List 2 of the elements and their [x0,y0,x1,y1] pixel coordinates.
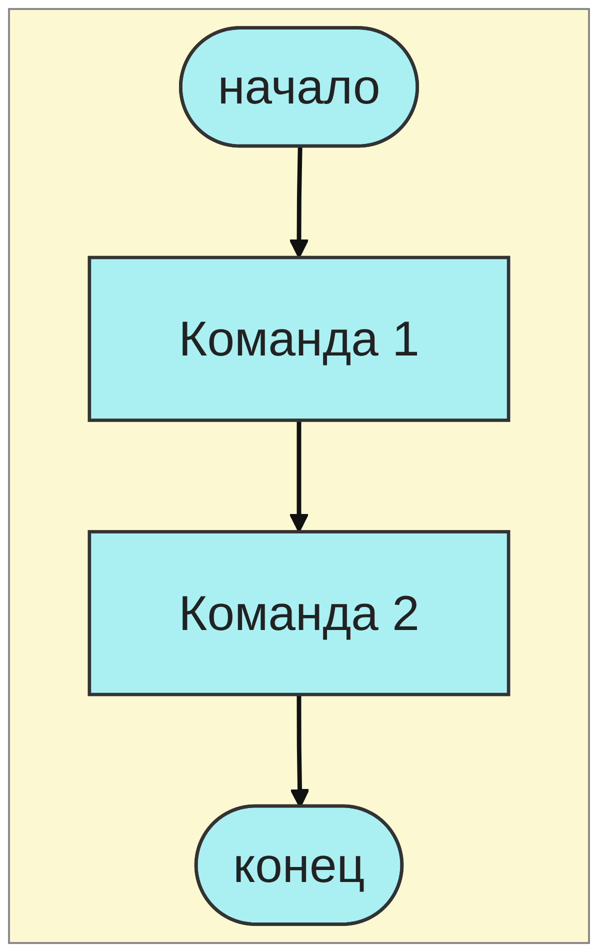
node-box: Команда 2 [88,530,510,696]
node-box: Команда 1 [88,256,510,422]
